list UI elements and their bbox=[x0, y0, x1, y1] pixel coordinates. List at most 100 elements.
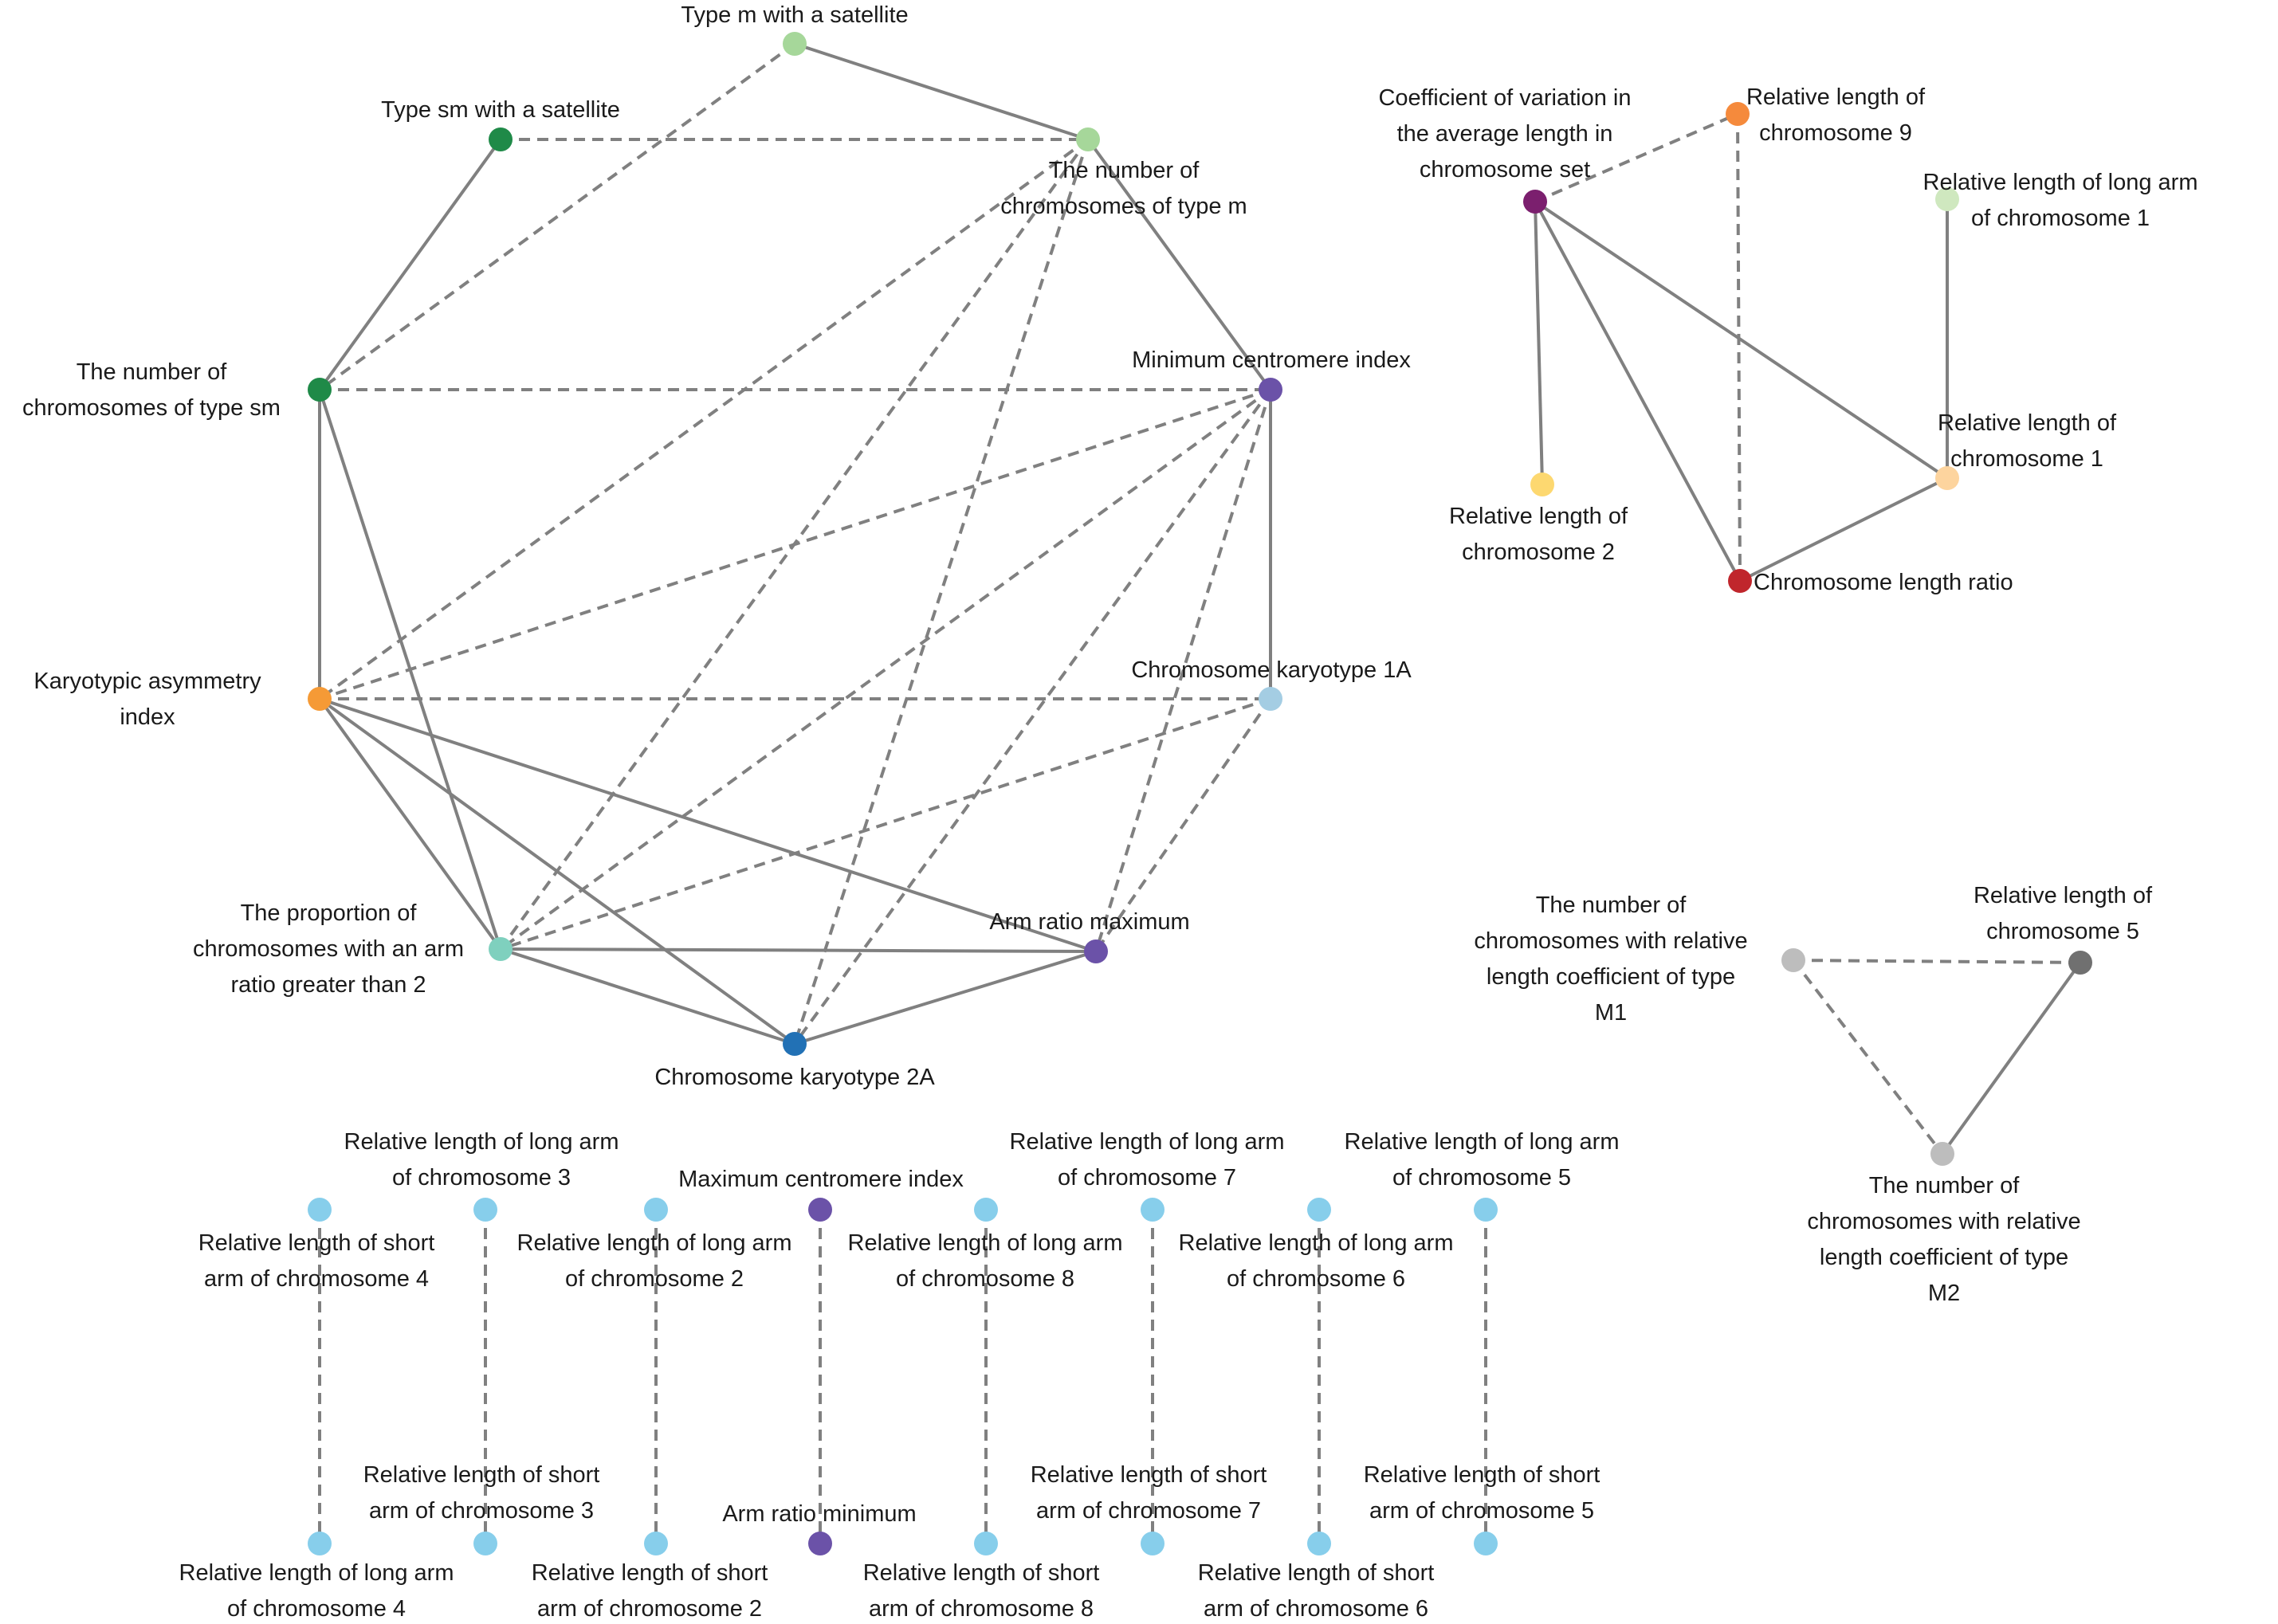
label-line: Relative length of short bbox=[1198, 1560, 1435, 1586]
node-sm_sat bbox=[489, 127, 513, 151]
edge-prop-k2a bbox=[500, 947, 795, 1045]
node-k1a bbox=[1259, 687, 1282, 711]
label-line: ratio greater than 2 bbox=[230, 972, 426, 998]
node-rls5 bbox=[1474, 1532, 1498, 1555]
label-line: arm of chromosome 3 bbox=[369, 1498, 594, 1524]
label-line: Relative length of long arm bbox=[517, 1230, 792, 1256]
label-clr: Chromosome length ratio bbox=[1754, 570, 2013, 595]
label-line: The number of bbox=[1869, 1173, 2021, 1198]
edge-cv-rl2 bbox=[1534, 201, 1544, 485]
label-line: Chromosome length ratio bbox=[1754, 570, 2013, 595]
label-line: Relative length of long arm bbox=[1010, 1129, 1285, 1155]
label-line: Relative length of long arm bbox=[848, 1230, 1123, 1256]
label-line: Chromosome karyotype 2A bbox=[654, 1065, 935, 1090]
node-prop bbox=[489, 937, 513, 961]
label-k1a: Chromosome karyotype 1A bbox=[1131, 657, 1412, 683]
label-line: chromosomes with relative bbox=[1807, 1209, 2080, 1234]
label-line: Relative length of short bbox=[198, 1230, 435, 1256]
node-rll5 bbox=[1474, 1198, 1498, 1222]
label-line: chromosome set bbox=[1420, 157, 1590, 182]
label-line: chromosome 2 bbox=[1462, 539, 1615, 565]
label-line: of chromosome 8 bbox=[896, 1266, 1074, 1292]
label-line: arm of chromosome 4 bbox=[204, 1266, 429, 1292]
label-line: Relative length of short bbox=[1031, 1462, 1267, 1488]
label-line: arm of chromosome 2 bbox=[537, 1596, 762, 1622]
label-line: The number of bbox=[1536, 892, 1687, 918]
label-line: M2 bbox=[1928, 1281, 1960, 1306]
label-line: Relative length of short bbox=[363, 1462, 600, 1488]
node-rll3 bbox=[473, 1198, 497, 1222]
label-line: Karyotypic asymmetry bbox=[33, 669, 261, 694]
edge-min_ci-prop bbox=[499, 388, 1272, 951]
label-line: Relative length of long arm bbox=[1179, 1230, 1454, 1256]
node-rll4 bbox=[308, 1532, 332, 1555]
label-m_sat: Type m with a satellite bbox=[681, 2, 908, 28]
label-rll5: Relative length of long arm of chromosome… bbox=[1345, 1129, 1620, 1191]
label-line: the average length in bbox=[1397, 121, 1613, 147]
node-kai bbox=[308, 687, 332, 711]
label-line: of chromosome 4 bbox=[227, 1596, 406, 1622]
node-k2a bbox=[783, 1032, 807, 1056]
edge-min_ci-arm_max bbox=[1094, 389, 1272, 952]
label-line: chromosomes with relative bbox=[1474, 928, 1747, 954]
label-line: of chromosome 1 bbox=[1971, 206, 2150, 231]
node-rll7 bbox=[1141, 1198, 1165, 1222]
label-line: The number of bbox=[1049, 158, 1200, 183]
node-m2 bbox=[1930, 1142, 1954, 1166]
label-line: Relative length of long arm bbox=[179, 1560, 454, 1586]
edge-prop-arm_max bbox=[500, 947, 1097, 953]
label-line: index bbox=[120, 704, 175, 730]
node-rll6 bbox=[1307, 1198, 1331, 1222]
label-line: chromosomes of type m bbox=[1000, 194, 1247, 219]
edge-kai-prop bbox=[318, 697, 502, 951]
edge-k2a-arm_max bbox=[794, 950, 1097, 1045]
edge-k1a-arm_max bbox=[1094, 697, 1272, 953]
node-rl1 bbox=[1935, 466, 1959, 490]
edge-rl5-m2 bbox=[1941, 961, 2082, 1155]
label-line: Relative length of long arm bbox=[1345, 1129, 1620, 1155]
node-rl9 bbox=[1726, 102, 1750, 126]
label-line: arm of chromosome 5 bbox=[1369, 1498, 1594, 1524]
label-line: chromosomes with an arm bbox=[193, 936, 464, 962]
edges-layer bbox=[318, 42, 2082, 1544]
label-line: Chromosome karyotype 1A bbox=[1131, 657, 1412, 683]
label-line: Relative length of long arm bbox=[344, 1129, 619, 1155]
label-line: of chromosome 5 bbox=[1392, 1165, 1571, 1191]
label-rll8: Relative length of long arm of chromosome… bbox=[848, 1230, 1123, 1292]
edge-cv-clr bbox=[1534, 201, 1742, 582]
edge-m_sat-sm_num bbox=[318, 42, 796, 391]
label-rls4: Relative length of short arm of chromosom… bbox=[198, 1230, 435, 1292]
node-min_ci bbox=[1259, 378, 1282, 402]
node-m_num bbox=[1076, 127, 1100, 151]
label-line: Relative length of bbox=[1974, 883, 2153, 908]
node-rls2 bbox=[644, 1532, 668, 1555]
edge-cv-rl1 bbox=[1534, 200, 1949, 480]
label-line: of chromosome 2 bbox=[565, 1266, 744, 1292]
edge-sm_sat-sm_num bbox=[318, 138, 502, 391]
label-line: Relative length of bbox=[1449, 504, 1628, 529]
label-line: Type sm with a satellite bbox=[381, 97, 620, 123]
edge-rl1-clr bbox=[1739, 477, 1948, 583]
label-line: Arm ratio maximum bbox=[989, 909, 1189, 935]
node-rl2 bbox=[1530, 473, 1554, 496]
label-line: Minimum centromere index bbox=[1132, 347, 1411, 373]
label-line: Relative length of short bbox=[863, 1560, 1100, 1586]
node-arm_min bbox=[808, 1532, 832, 1555]
label-line: Relative length of bbox=[1938, 410, 2117, 436]
node-rls8 bbox=[974, 1532, 998, 1555]
label-line: Type m with a satellite bbox=[681, 2, 908, 28]
node-rll1 bbox=[1935, 187, 1959, 211]
label-rll4: Relative length of long arm of chromosome… bbox=[179, 1560, 454, 1622]
